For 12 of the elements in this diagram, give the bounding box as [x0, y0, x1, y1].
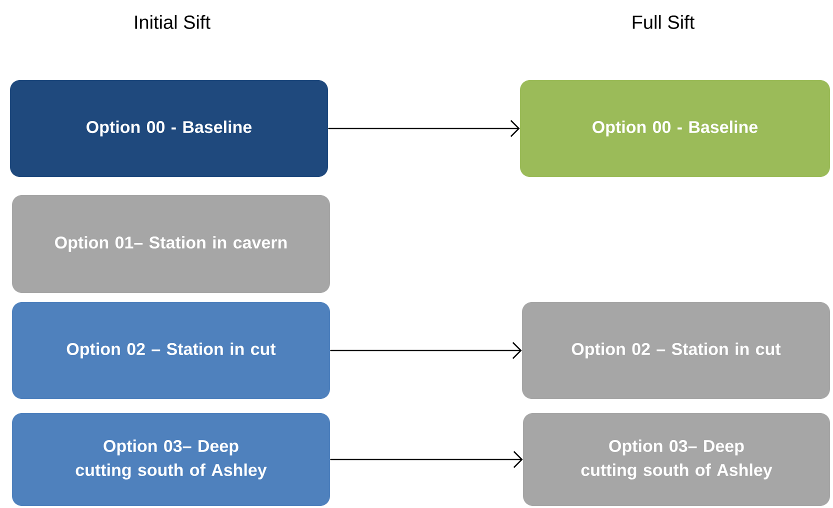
option-box: Option 01– Station in cavern: [12, 195, 330, 293]
option-box: Option 03– Deep cutting south of Ashley: [12, 413, 330, 506]
column-heading: Full Sift: [632, 15, 695, 29]
option-box: Option 00 - Baseline: [520, 80, 830, 177]
arrow: [330, 451, 523, 468]
option-box: Option 02 – Station in cut: [12, 302, 330, 399]
arrow: [330, 342, 522, 359]
option-box: Option 00 - Baseline: [10, 80, 328, 177]
option-box: Option 02 – Station in cut: [522, 302, 830, 399]
column-heading: Initial Sift: [135, 15, 210, 29]
arrow: [328, 120, 520, 137]
option-box: Option 03– Deep cutting south of Ashley: [523, 413, 830, 506]
